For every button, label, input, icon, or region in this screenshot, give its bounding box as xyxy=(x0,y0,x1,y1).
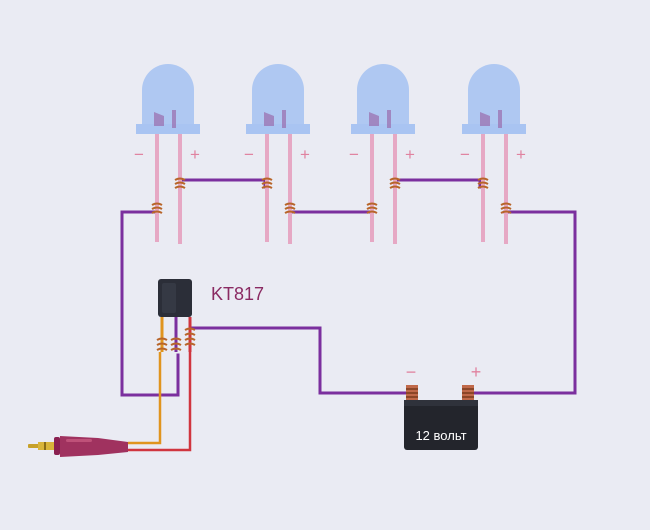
led-dome xyxy=(468,64,520,126)
led-anvil xyxy=(369,112,379,126)
led-plus-sign: + xyxy=(516,145,526,164)
wire-transistor-to-battery-minus xyxy=(190,326,415,395)
led-cathode-leg xyxy=(370,134,374,242)
led-post xyxy=(172,110,176,128)
led-cathode-leg xyxy=(155,134,159,242)
led-cathode-leg xyxy=(265,134,269,242)
led-rim xyxy=(246,124,310,134)
led-icon: −+ xyxy=(460,64,526,244)
wire-led2-led3 xyxy=(290,203,374,214)
coil-icon xyxy=(174,177,186,189)
wire-signal-red xyxy=(128,352,192,452)
led-plus-sign: + xyxy=(190,145,200,164)
coil-icon xyxy=(389,177,401,189)
led-minus-sign: − xyxy=(460,145,470,164)
led-dome xyxy=(252,64,304,126)
coil-icon xyxy=(366,202,378,214)
led-icon: −+ xyxy=(134,64,200,244)
led-anvil xyxy=(154,112,164,126)
led-anvil xyxy=(264,112,274,126)
led-rim xyxy=(351,124,415,134)
wiring xyxy=(120,178,577,397)
led-dome xyxy=(357,64,409,126)
led-post xyxy=(498,110,502,128)
coil-icon xyxy=(284,202,296,214)
led-anode-leg xyxy=(288,134,292,244)
led-post xyxy=(282,110,286,128)
led-anvil xyxy=(480,112,490,126)
led-anode-leg xyxy=(178,134,182,244)
transistor-icon xyxy=(156,279,196,352)
led-plus-sign: + xyxy=(300,145,310,164)
coil-icon xyxy=(156,327,196,351)
led-dome xyxy=(142,64,194,126)
led-cathode-leg xyxy=(481,134,485,242)
battery-minus-sign: − xyxy=(406,362,417,382)
led-icon: −+ xyxy=(349,64,415,244)
audio-plug-icon xyxy=(28,436,128,457)
led-minus-sign: − xyxy=(134,145,144,164)
led-anode-leg xyxy=(393,134,397,244)
coil-icon xyxy=(151,202,163,214)
led-plus-sign: + xyxy=(405,145,415,164)
coil-icon xyxy=(261,177,273,189)
transistor-label: KT817 xyxy=(211,284,264,304)
led-minus-sign: − xyxy=(244,145,254,164)
battery-plus-sign: + xyxy=(471,362,482,382)
wire-led1-to-transistor xyxy=(120,210,180,397)
led-anode-leg xyxy=(504,134,508,244)
wire-led4-to-battery-plus xyxy=(468,210,577,395)
wire-led1-led2 xyxy=(180,178,267,189)
led-array: −+−+−+−+ xyxy=(134,64,526,244)
led-rim xyxy=(462,124,526,134)
led-minus-sign: − xyxy=(349,145,359,164)
led-icon: −+ xyxy=(244,64,310,244)
coil-icon xyxy=(477,177,489,189)
led-rim xyxy=(136,124,200,134)
battery-icon xyxy=(404,385,478,450)
battery-label: 12 вольт xyxy=(415,428,466,443)
wire-signal-orange xyxy=(128,352,162,445)
wire-led3-led4 xyxy=(394,178,482,189)
led-post xyxy=(387,110,391,128)
coil-icon xyxy=(500,202,512,214)
